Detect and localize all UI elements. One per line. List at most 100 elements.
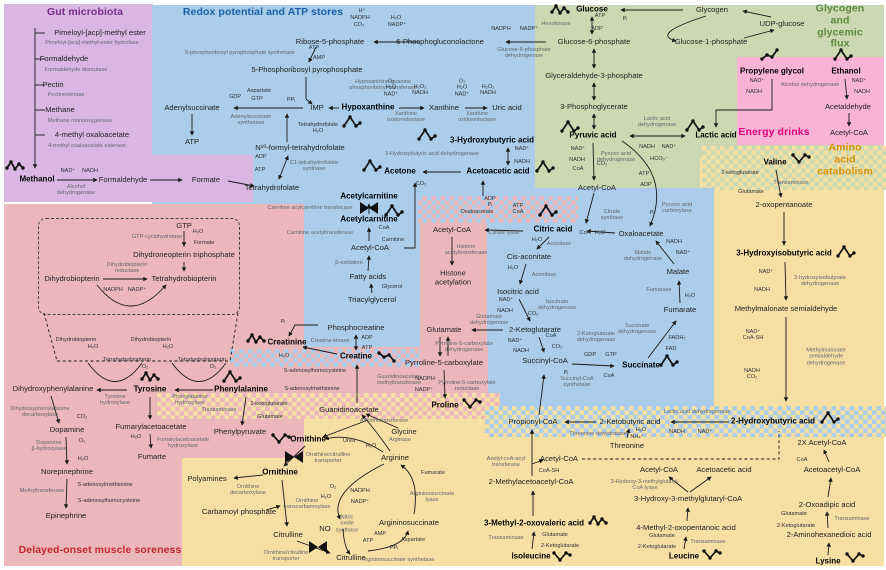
trend-hypoxanthine-sparkline-icon bbox=[342, 115, 362, 128]
o2-dbh: O₂ bbox=[78, 437, 86, 444]
co2-pdh: CO₂ bbox=[596, 160, 608, 167]
nadph-g6pd: NADPH bbox=[491, 25, 511, 32]
epinephrine: Epinephrine bbox=[45, 510, 87, 520]
nadp-nos: NADP⁺ bbox=[350, 498, 370, 505]
no: NO bbox=[319, 523, 331, 533]
isocitric-acid: Isocitric acid bbox=[497, 286, 539, 296]
nh4-thr: NH₄⁺ bbox=[630, 433, 644, 440]
hydroxybutyric-3: 3-Hydroxybutyric acid bbox=[449, 135, 535, 145]
trend-isoleucine-sparkline-icon bbox=[552, 551, 572, 562]
nadh-kgdh: NADH bbox=[513, 347, 529, 354]
dihydroxyphenylalanine: Dihydroxyphenylalanine bbox=[12, 383, 94, 393]
acetoacetic-leu: Acetoacetic acid bbox=[696, 464, 752, 474]
mms-dehydrogenase: Methylmalonate semialdehyde dehydrogenas… bbox=[806, 347, 846, 367]
h2o-acon1: H₂O bbox=[531, 236, 543, 243]
acetoacetic-acid: Acetoacetic acid bbox=[466, 166, 530, 176]
histone-acetylation: Histone acetylation bbox=[434, 268, 472, 286]
nadp-dhbr: NADP⁺ bbox=[127, 286, 147, 293]
methyl-oxaloacetate: 4-methyl oxaloacetate bbox=[54, 129, 130, 139]
carnitine-acetyltransferase: Carnitine acetyltransferase bbox=[286, 229, 354, 236]
phenylalanine: Phenylalanine bbox=[214, 384, 268, 394]
histone-acetyltransferase: Histone acetyltransferase bbox=[444, 243, 488, 256]
oxaloacetate-cl: Oxaloacetate bbox=[460, 208, 494, 215]
transaminase-ile: Transaminase bbox=[488, 534, 524, 541]
co2-acetone: CO₂ bbox=[415, 180, 427, 187]
gaa-methyltransferase: Guanidinoacetate methyltransferase bbox=[376, 373, 422, 386]
dashed-boundary-box bbox=[38, 218, 240, 315]
amidinotransferase: Amidinotransferase bbox=[359, 417, 409, 424]
sam-gmt: S-adenosylmethionine bbox=[284, 385, 340, 392]
pyrroline-5-carboxylate: Pyrroline-5-carboxylate bbox=[404, 357, 484, 367]
uric-acid: Uric acid bbox=[492, 102, 522, 112]
guanidinoacetate: Guanidinoacetate bbox=[319, 404, 379, 414]
fumarase: Fumarase bbox=[646, 286, 672, 293]
fadh2: FADH₂ bbox=[668, 334, 686, 341]
kg-leu: 2-Ketoglutarate bbox=[637, 543, 677, 550]
imp: IMP bbox=[310, 102, 324, 112]
oxoadipic-2: 2-Oxoadipic acid bbox=[798, 499, 856, 509]
nadh-mdh: NADH bbox=[666, 238, 682, 245]
o2-phe: O₂ bbox=[209, 363, 217, 370]
orn-transcarbamoylase: Ornithine transcarbamoylase bbox=[283, 497, 331, 510]
threonine-dehydratase: Threonine dehydratase bbox=[569, 430, 627, 437]
o2-tyr: O₂ bbox=[141, 363, 149, 370]
phenylalanine-hydroxylase: Phenylalanine hydroxylase bbox=[172, 393, 208, 406]
h2o-phe: H₂O bbox=[162, 343, 174, 350]
nad-idh: NAD⁺ bbox=[498, 296, 514, 303]
co2-ppp: CO₂ bbox=[353, 21, 365, 28]
coa-kgdh: CoA bbox=[545, 332, 557, 339]
ketoglutarate-2: 2-Ketoglutarate bbox=[509, 324, 561, 334]
trend-lysine-sparkline-icon bbox=[845, 552, 865, 563]
glutamate-lys: Glutamate bbox=[781, 510, 807, 517]
nad-hb: NAD⁺ bbox=[514, 145, 530, 152]
pyruvic-dehydrogenase: Pyruvic acid dehydrogenase bbox=[596, 150, 636, 163]
dhb-reductase: Dihydrobiopterin reductase bbox=[106, 261, 148, 274]
citric-acid: Citric acid bbox=[533, 224, 573, 234]
glycine: Glycine bbox=[391, 426, 417, 436]
glutamate-leu: Glutamate bbox=[649, 532, 675, 539]
nadh-eth: NADH bbox=[854, 88, 870, 95]
phosphocreatine: Phosphocreatine bbox=[327, 322, 385, 332]
trend-glucose-sparkline-icon bbox=[550, 4, 570, 15]
dopamine: Dopamine bbox=[49, 424, 85, 434]
nad-mdh: NAD⁺ bbox=[675, 249, 691, 256]
trend-lactic-sparkline-icon bbox=[685, 119, 705, 132]
isocitrate-dehydrogenase: Isocitrate dehydrogenase bbox=[537, 298, 577, 311]
formaldehyde-1: Formaldehyde bbox=[39, 53, 89, 63]
atp-ass: ATP bbox=[362, 537, 374, 544]
adp-c1: ADP bbox=[255, 153, 267, 160]
co2-kgdh: CO₂ bbox=[551, 343, 563, 350]
trend-leucine-sparkline-icon bbox=[702, 549, 722, 560]
glutamate-tca: Glutamate bbox=[426, 324, 462, 334]
succinate-dehydrogenase: Succinate dehydrogenase bbox=[617, 322, 657, 335]
acetyl-coa-acyl-transferase: Acetyl-coA-acyl transferase bbox=[486, 455, 526, 468]
h2o-arginase: H₂O bbox=[365, 442, 377, 449]
ketobutyric-2: 2-Ketobutyric acid bbox=[599, 416, 661, 426]
hypoxanthine: Hypoxanthine bbox=[341, 102, 395, 112]
region-panel-7 bbox=[702, 146, 886, 190]
hib-dehydrogenase: 3-hydroxyisobutyrate dehydrogenase bbox=[794, 274, 846, 287]
pi-pc: Pᵢ bbox=[649, 209, 655, 216]
creatine-kinase: Creatine kinase bbox=[310, 337, 350, 344]
nadh-pdh: NADH bbox=[569, 156, 585, 163]
xo2-cofactors-in: O₂ H₂O NAD⁺ bbox=[454, 78, 470, 98]
aminohexanedioic-2: 2-Aminohexanedioic acid bbox=[786, 529, 872, 539]
citrate-synthase: Citrate synthase bbox=[600, 208, 624, 221]
formate: Formate bbox=[191, 174, 221, 184]
acetoacetyl-coa: Acetoacetyl-CoA bbox=[803, 464, 861, 474]
title-energy-drinks: Energy drinks bbox=[738, 126, 810, 139]
threonine: Threonine bbox=[609, 440, 645, 450]
p5c-dehydrogenase: Pyrroline-5-carboxylate dehydrogenase bbox=[435, 340, 493, 353]
acetyl-coa-ile: Acetyl-CoA bbox=[540, 453, 578, 463]
trend-3-hydroxybutyric-sparkline-icon bbox=[417, 128, 437, 141]
succinyl-coa: Succinyl-CoA bbox=[522, 355, 568, 365]
argininosuccinate: Argininosuccinate bbox=[379, 517, 439, 527]
trend-methanol-sparkline-icon bbox=[5, 160, 25, 171]
adp-pc: ADP bbox=[640, 181, 652, 188]
atp-hex: ATP bbox=[594, 12, 606, 19]
nad-ldh2: NAD⁺ bbox=[697, 428, 713, 435]
nad-methanol: NAD⁺ bbox=[60, 167, 76, 174]
isoleucine: Isoleucine bbox=[511, 551, 551, 561]
acetone: Acetone bbox=[384, 166, 416, 176]
pi-scs: Pᵢ bbox=[563, 369, 569, 376]
